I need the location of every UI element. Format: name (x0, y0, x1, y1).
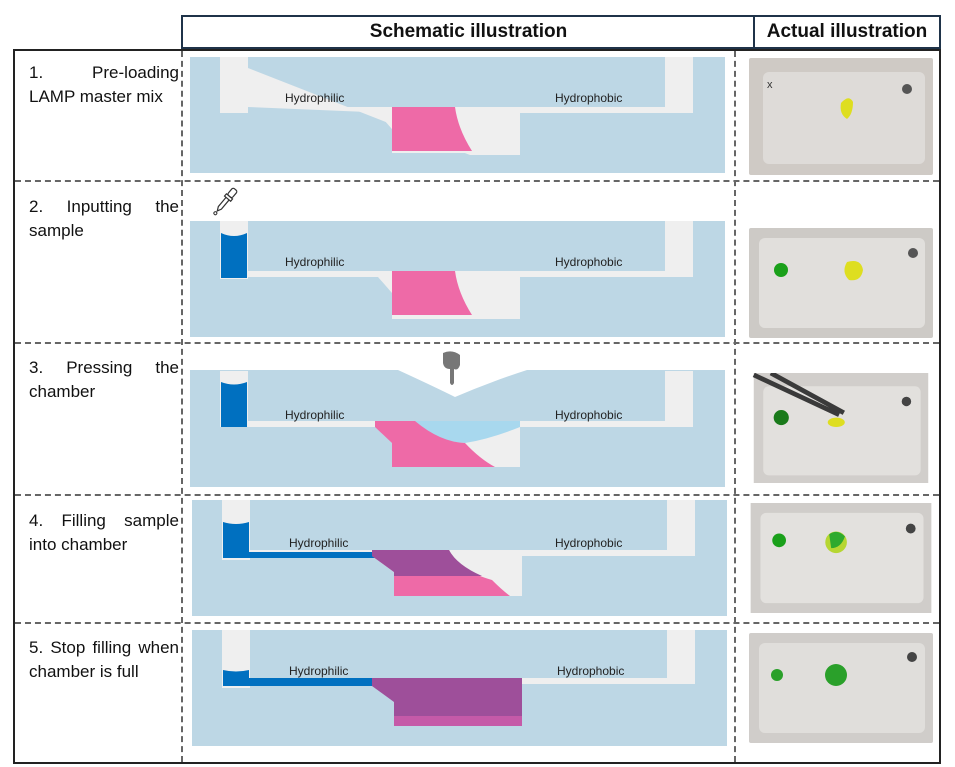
schematic-step-4: Hydrophilic Hydrophobic (192, 500, 727, 616)
step-text: Pressing the chamber (29, 358, 179, 401)
master-mix (375, 421, 495, 467)
chip-port (908, 248, 918, 258)
steps-table: 1. Pre-loading LAMP master mix 2. Inputt… (13, 49, 941, 764)
step-2-label: 2. Inputting the sample (29, 195, 179, 243)
row-divider (15, 342, 939, 344)
step-4-label: 4. Filling sample into chamber (29, 509, 179, 557)
row-divider (15, 180, 939, 182)
hydrophilic-label: Hydrophilic (289, 664, 348, 678)
master-mix (392, 107, 472, 151)
sample-reservoir (221, 382, 247, 427)
sample-flow (223, 670, 382, 686)
row-divider (15, 494, 939, 496)
photo-step-2 (749, 228, 933, 338)
sample-reservoir (221, 233, 247, 278)
svg-text:x: x (767, 79, 773, 91)
row-divider (15, 622, 939, 624)
step-text: Pre-loading LAMP master mix (29, 63, 179, 106)
chamber-droplet (825, 664, 847, 686)
master-mix-droplet (827, 417, 845, 428)
tweezers (752, 373, 845, 417)
hydrophobic-label: Hydrophobic (555, 536, 622, 550)
schematic-step-2: Hydrophilic Hydrophobic (190, 187, 725, 337)
step-3-label: 3. Pressing the chamber (29, 356, 179, 404)
photo-step-5 (749, 633, 933, 743)
chip-port (902, 84, 912, 94)
master-mix-droplet (840, 98, 853, 119)
dropper-icon (213, 187, 238, 216)
step-number: 4. (29, 511, 44, 530)
step-1-label: 1. Pre-loading LAMP master mix (29, 61, 179, 109)
schematic-step-5: Hydrophilic Hydrophobic (192, 630, 727, 746)
hydrophobic-label: Hydrophobic (555, 91, 622, 105)
chip-port (905, 523, 916, 534)
hydrophilic-label: Hydrophilic (289, 536, 348, 550)
step-number: 2. (29, 197, 44, 216)
sample-flow (223, 522, 382, 558)
schematic-header: Schematic illustration (181, 15, 754, 49)
master-mix (392, 271, 472, 315)
step-text: Filling sample into chamber (29, 511, 179, 554)
photo-step-3 (752, 373, 929, 483)
actual-header: Actual illustration (753, 15, 941, 49)
step-text: Inputting the sample (29, 197, 179, 240)
hydrophilic-label: Hydrophilic (285, 255, 344, 269)
schematic-step-3: Hydrophilic Hydrophobic (190, 351, 725, 487)
hydrophobic-label: Hydrophobic (555, 255, 622, 269)
step-text: Stop filling when chamber is full (29, 638, 179, 681)
schematic-step-1: Hydrophilic Hydrophobic (190, 57, 725, 173)
master-mix-droplet (844, 261, 863, 281)
step-5-label: 5. Stop filling when chamber is full (29, 636, 179, 684)
step-number: 3. (29, 358, 44, 377)
hydrophobic-label: Hydrophobic (555, 408, 622, 422)
mixed-liquid (372, 550, 482, 576)
photo-step-1: x (749, 58, 933, 175)
sample-droplet (772, 533, 786, 548)
sample-droplet (771, 669, 783, 681)
column-divider (734, 51, 736, 762)
mixed-liquid (372, 678, 522, 726)
hydrophilic-label: Hydrophilic (285, 91, 344, 105)
photo-step-4 (750, 503, 932, 613)
chip-port (901, 396, 912, 407)
sample-droplet (773, 409, 789, 426)
chip-port (907, 652, 917, 662)
hydrophilic-label: Hydrophilic (285, 408, 344, 422)
column-divider (181, 51, 183, 762)
sample-droplet (774, 263, 788, 277)
step-number: 1. (29, 63, 44, 82)
pointing-hand-icon (443, 351, 460, 385)
hydrophobic-label: Hydrophobic (557, 664, 624, 678)
step-number: 5. (29, 638, 44, 657)
